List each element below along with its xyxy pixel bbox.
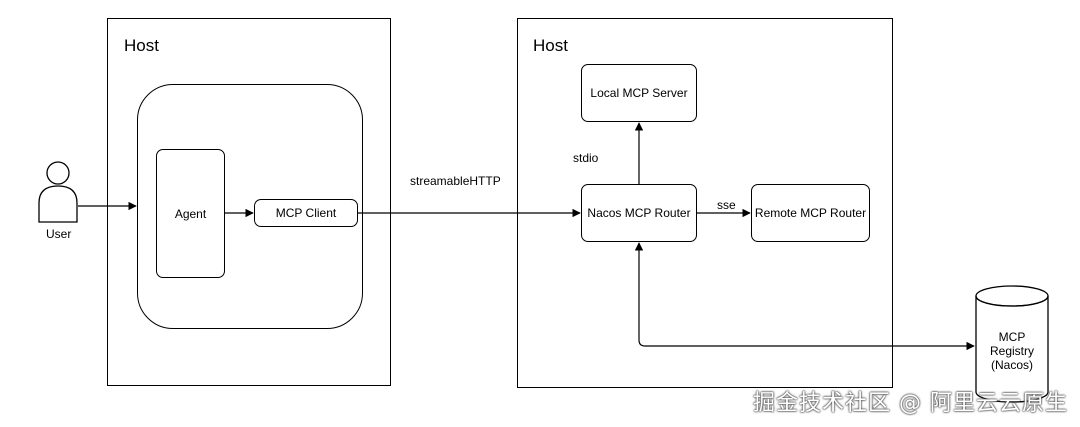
registry-label-line1: MCP: [998, 330, 1026, 344]
left-host-title: Host: [124, 36, 159, 55]
right-host-title: Host: [533, 36, 568, 55]
registry-label: MCP Registry (Nacos): [976, 330, 1048, 372]
registry-label-line3: (Nacos): [990, 358, 1033, 372]
user-icon: [38, 161, 78, 223]
edge-label-sse: sse: [717, 198, 736, 212]
edge-label-stdio: stdio: [573, 151, 599, 165]
remote-mcp-router-node: Remote MCP Router: [751, 184, 870, 242]
watermark: 掘金技术社区 @ 阿里云云原生: [753, 391, 1068, 416]
agent-node: Agent: [156, 149, 225, 278]
local-mcp-server-node: Local MCP Server: [581, 64, 697, 122]
user-label: User: [46, 227, 72, 241]
mcp-client-node: MCP Client: [254, 199, 358, 227]
nacos-mcp-router-node: Nacos MCP Router: [581, 184, 697, 242]
registry-label-line2: Registry: [989, 344, 1034, 358]
edge-label-streamablehttp: streamableHTTP: [410, 174, 501, 188]
router-registry-edge: [634, 242, 975, 351]
registry-cylinder: [975, 285, 1049, 403]
